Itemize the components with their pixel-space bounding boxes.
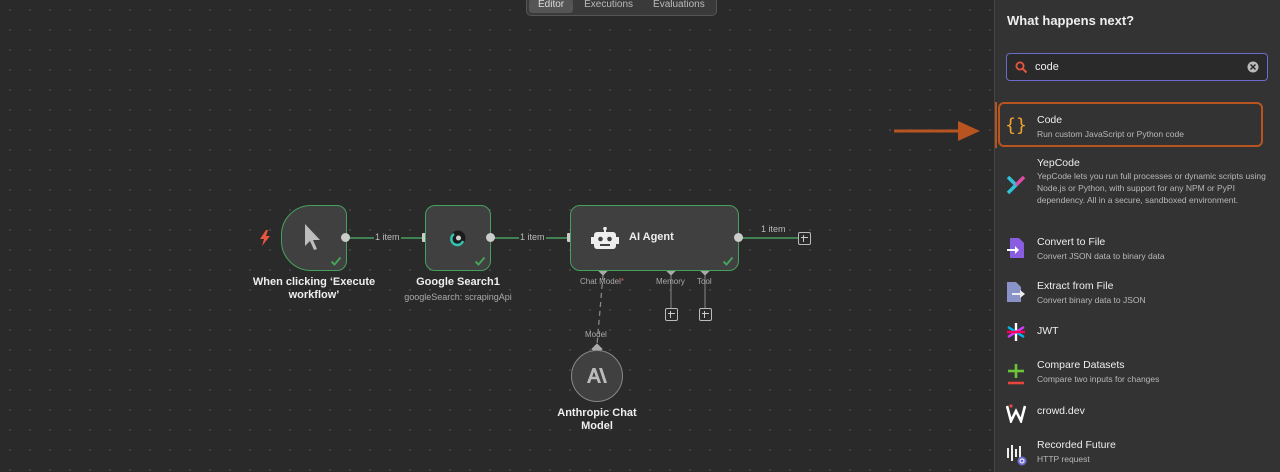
google-search-node[interactable] <box>425 205 491 271</box>
search-icon <box>1015 61 1028 74</box>
selection-indicator <box>995 102 997 148</box>
node-item-desc: Run custom JavaScript or Python code <box>1037 129 1184 139</box>
add-memory-button[interactable] <box>665 308 678 321</box>
agent-output-handle[interactable] <box>734 233 743 242</box>
node-item-title: Convert to File <box>1037 236 1106 248</box>
node-item-compare-datasets[interactable]: Compare Datasets Compare two inputs for … <box>995 358 1280 394</box>
node-item-title: Compare Datasets <box>1037 359 1125 371</box>
node-item-desc: Convert binary data to JSON <box>1037 295 1146 305</box>
node-item-title: Extract from File <box>1037 280 1114 292</box>
annotation-arrow-icon <box>894 121 980 141</box>
connections-layer <box>346 237 798 355</box>
success-check-icon <box>330 256 342 266</box>
ai-agent-label: AI Agent <box>629 231 674 243</box>
chat-model-connector-label: Chat Model* <box>580 277 624 286</box>
edge-chat-model <box>596 274 604 346</box>
node-item-code[interactable]: {} Code Run custom JavaScript or Python … <box>995 104 1280 146</box>
google-node-label: Google Search1 <box>416 276 500 288</box>
edge-label-1: 1 item <box>374 232 401 242</box>
node-item-desc: HTTP request <box>1037 454 1090 464</box>
node-creator-panel: What happens next? {} Code Run custom Ja… <box>994 0 1280 472</box>
chat-model-text: Chat Model <box>580 277 621 286</box>
trigger-output-handle[interactable] <box>341 233 350 242</box>
node-item-title: Recorded Future <box>1037 439 1116 451</box>
node-item-title: JWT <box>1037 325 1059 337</box>
google-output-handle[interactable] <box>486 233 495 242</box>
node-item-desc: Convert JSON data to binary data <box>1037 251 1165 261</box>
node-item-yepcode[interactable]: YepCode YepCode lets you run full proces… <box>995 150 1280 220</box>
success-check-icon <box>722 256 734 266</box>
edge-label-2: 1 item <box>519 232 546 242</box>
model-connector-label: Model <box>585 330 607 339</box>
serp-icon <box>450 230 466 247</box>
search-box <box>1006 53 1268 81</box>
trigger-node-label: When clicking ‘Execute workflow’ <box>252 276 376 301</box>
ai-agent-node[interactable]: AI Agent <box>570 205 739 271</box>
anthropic-icon <box>587 368 607 383</box>
node-item-desc: YepCode lets you run full processes or d… <box>1037 171 1266 205</box>
tab-evaluations[interactable]: Evaluations <box>653 0 705 10</box>
add-tool-button[interactable] <box>699 308 712 321</box>
agent-input-handle[interactable] <box>567 233 572 242</box>
workflow-canvas[interactable]: Editor Executions Evaluations When click… <box>0 0 994 472</box>
lightning-icon <box>260 230 270 246</box>
cursor-icon <box>305 224 320 250</box>
node-item-jwt[interactable]: JWT <box>995 318 1280 346</box>
compare-icon <box>1005 364 1027 386</box>
search-input[interactable] <box>1035 59 1235 75</box>
trigger-node[interactable] <box>281 205 347 271</box>
panel-title: What happens next? <box>1007 13 1135 28</box>
view-tabs: Editor Executions Evaluations <box>526 0 717 16</box>
google-input-handle[interactable] <box>422 233 427 242</box>
anthropic-node-label: Anthropic Chat Model <box>557 407 637 432</box>
tab-editor[interactable]: Editor <box>529 0 574 13</box>
yepcode-icon <box>1005 174 1027 196</box>
edge-label-3: 1 item <box>760 224 787 234</box>
node-item-title: YepCode <box>1037 157 1080 169</box>
node-item-recorded-future[interactable]: Recorded Future HTTP request <box>995 438 1280 472</box>
file-convert-icon <box>1005 237 1027 259</box>
crowddev-icon <box>1005 402 1027 424</box>
add-node-button[interactable] <box>798 232 811 245</box>
google-node-subtitle: googleSearch: scrapingApi <box>404 292 512 302</box>
node-item-title: Code <box>1037 114 1063 126</box>
file-extract-icon <box>1005 281 1027 303</box>
robot-icon <box>591 227 619 249</box>
memory-connector-label: Memory <box>656 277 685 286</box>
node-item-desc: Compare two inputs for changes <box>1037 374 1160 384</box>
tab-executions[interactable]: Executions <box>584 0 634 10</box>
success-check-icon <box>474 256 486 266</box>
required-mark: * <box>620 277 625 286</box>
node-item-extract-from-file[interactable]: Extract from File Convert binary data to… <box>995 274 1280 310</box>
tool-connector-label: Tool <box>697 277 712 286</box>
jwt-icon <box>1005 321 1027 343</box>
node-item-title: crowd.dev <box>1037 405 1085 417</box>
node-item-convert-to-file[interactable]: Convert to File Convert JSON data to bin… <box>995 230 1280 266</box>
recorded-future-icon <box>1005 444 1027 466</box>
clear-icon[interactable] <box>1247 61 1259 73</box>
anthropic-chat-model-node[interactable] <box>571 350 623 402</box>
node-item-crowd-dev[interactable]: crowd.dev <box>995 400 1280 426</box>
highlight-box <box>998 102 1263 147</box>
code-braces-icon: {} <box>1005 114 1027 136</box>
